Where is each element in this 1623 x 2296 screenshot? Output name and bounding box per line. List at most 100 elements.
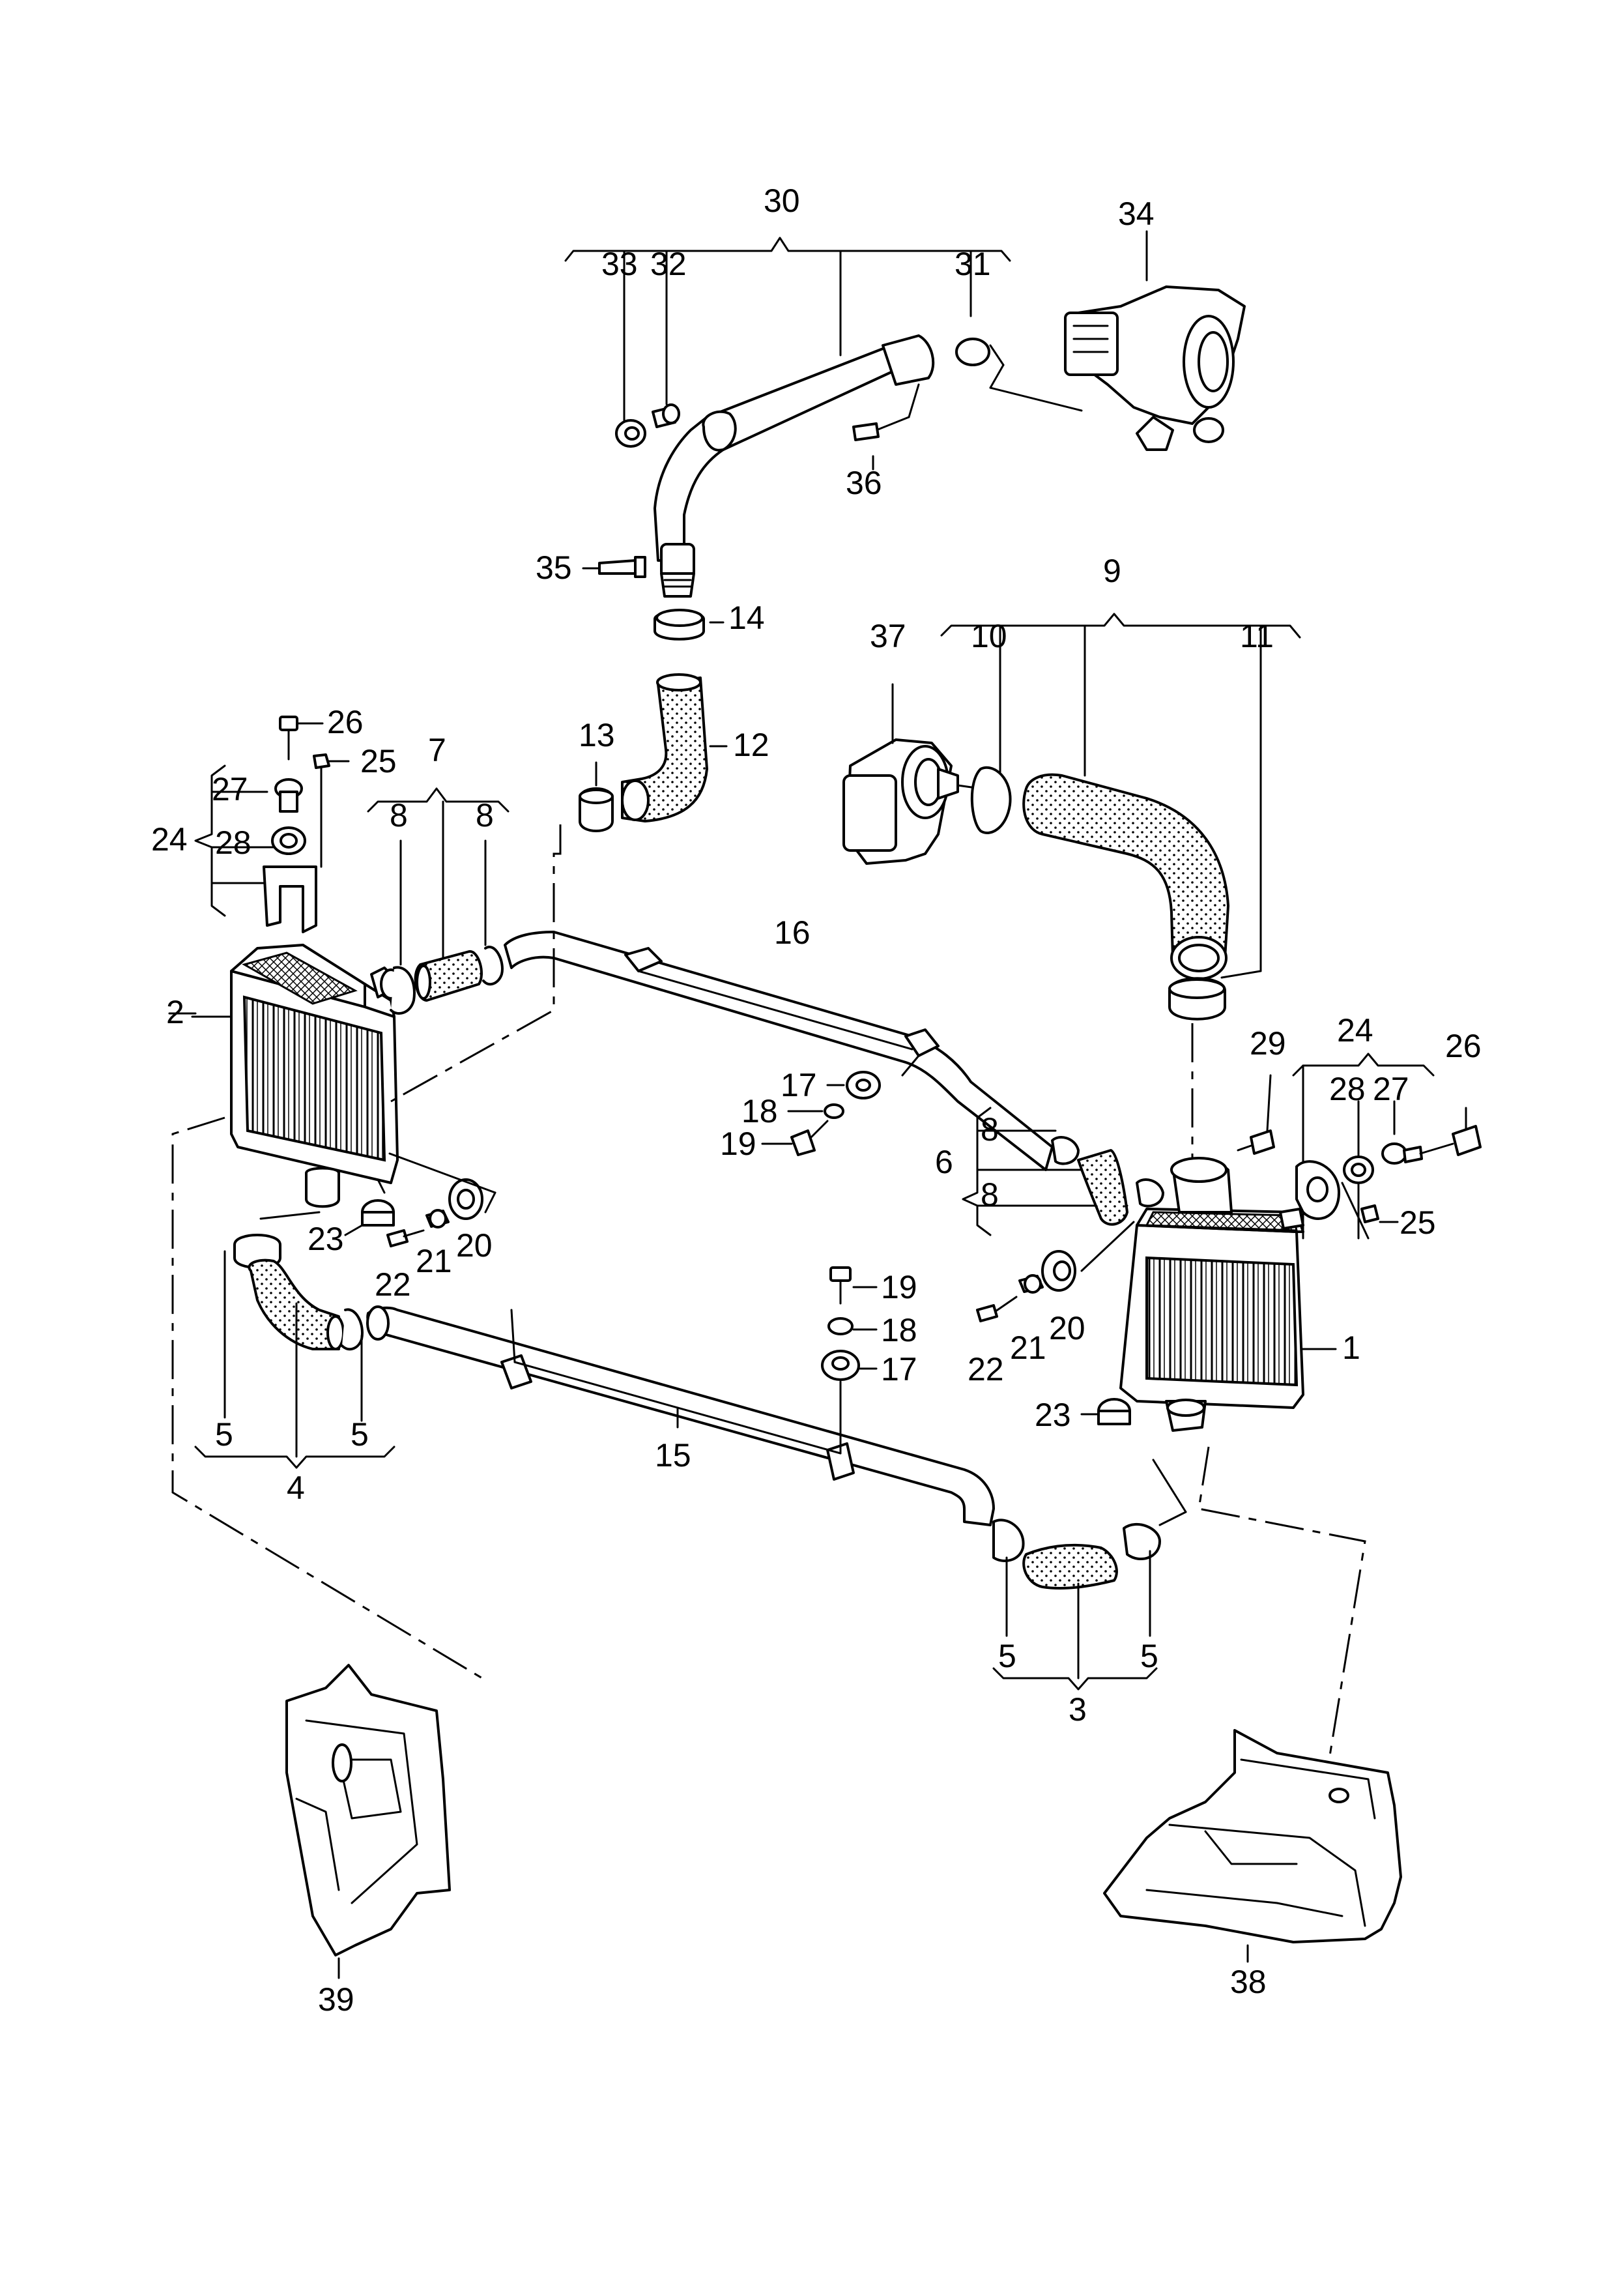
sensor-29 <box>1237 1074 1275 1155</box>
bolt-19a <box>790 1120 829 1156</box>
callout-20-right: 20 <box>1049 1310 1085 1346</box>
clamp-10 <box>970 766 1012 835</box>
shield-39 <box>285 1664 451 1956</box>
callout-17-upper: 17 <box>781 1067 817 1103</box>
callout-27-right: 27 <box>1373 1071 1409 1107</box>
callout-24-right: 24 <box>1337 1012 1373 1049</box>
o-ring-31 <box>955 338 990 366</box>
charge-air-pipe-30 <box>654 334 935 598</box>
bolt-22a <box>386 1229 425 1247</box>
callout-15: 15 <box>655 1437 691 1474</box>
bracket-3 <box>992 1550 1158 1691</box>
callout-25-right: 25 <box>1400 1204 1436 1241</box>
callout-2: 2 <box>166 994 184 1030</box>
clamp-8a <box>390 966 416 1015</box>
clamp-5b <box>341 1308 364 1351</box>
callout-21-right: 21 <box>1010 1330 1046 1366</box>
callout-33: 33 <box>601 246 638 282</box>
hose-12 <box>621 673 708 822</box>
grommet-28-right <box>1343 1155 1374 1184</box>
mount-20b <box>1041 1250 1076 1292</box>
clamp-8d <box>1136 1178 1164 1208</box>
bush-17a <box>846 1071 881 1099</box>
turbocharger-34 <box>1064 285 1246 451</box>
pipe-15 <box>366 1305 995 1526</box>
washer-18a <box>824 1103 844 1119</box>
clamp-13 <box>579 787 614 832</box>
bush-27-left <box>274 778 303 813</box>
callout-23-left: 23 <box>308 1221 344 1257</box>
bush-27-right <box>1381 1142 1423 1165</box>
callout-9: 9 <box>1103 553 1121 589</box>
callout-39: 39 <box>318 1981 354 2018</box>
callout-5-b: 5 <box>351 1416 369 1453</box>
callout-25-left: 25 <box>360 743 397 779</box>
callout-35: 35 <box>536 549 572 586</box>
callout-5-a: 5 <box>215 1416 233 1453</box>
clamp-5c <box>992 1519 1025 1562</box>
callout-8-a: 8 <box>390 797 408 834</box>
clamp-11 <box>1168 977 1226 1021</box>
bracket-plate-right <box>1295 1160 1340 1220</box>
callout-21-left: 21 <box>416 1243 452 1279</box>
hose-9 <box>1022 773 1229 980</box>
callout-27-left: 27 <box>212 771 248 807</box>
callout-32: 32 <box>650 246 687 282</box>
callout-11: 11 <box>1240 618 1274 654</box>
callout-22-right: 22 <box>968 1351 1004 1388</box>
clamp-8b <box>482 946 504 986</box>
bracket-7 <box>367 787 510 966</box>
callout-10: 10 <box>971 618 1007 654</box>
bolt-26-right <box>1419 1107 1482 1156</box>
callout-1: 1 <box>1342 1330 1360 1366</box>
bolt-26-left <box>279 716 324 761</box>
mount-20a <box>448 1178 483 1220</box>
hose-7 <box>414 950 483 1002</box>
callout-5-d: 5 <box>1140 1638 1158 1674</box>
shield-38 <box>1103 1729 1402 1943</box>
washer-18b <box>827 1317 854 1335</box>
throttle-body-37 <box>842 683 982 865</box>
callout-18-lower: 18 <box>881 1312 917 1348</box>
screw-25-right <box>1341 1182 1379 1240</box>
callout-28-left: 28 <box>215 824 251 861</box>
bush-23a <box>361 1199 395 1227</box>
bush-32 <box>652 403 680 428</box>
intercooler-1 <box>1119 1157 1304 1432</box>
callout-22-left: 22 <box>375 1266 411 1303</box>
spacer-21a <box>425 1209 450 1228</box>
bracket-4 <box>194 1250 395 1469</box>
callout-30: 30 <box>764 182 800 219</box>
bracket-9 <box>940 613 1301 979</box>
bracket-hook-left <box>263 787 323 933</box>
callout-17-lower: 17 <box>881 1351 917 1388</box>
callout-24-left: 24 <box>151 821 188 858</box>
clamp-5d <box>1123 1522 1161 1561</box>
intercooler-2 <box>230 944 402 1208</box>
callout-20-left: 20 <box>456 1227 493 1264</box>
callout-26-right: 26 <box>1445 1028 1482 1064</box>
callout-29: 29 <box>1250 1025 1286 1062</box>
cap-33 <box>615 419 646 448</box>
callout-36: 36 <box>846 465 882 501</box>
callout-28-right: 28 <box>1329 1071 1366 1107</box>
callout-14: 14 <box>728 600 765 636</box>
bracket-24-left <box>194 764 281 917</box>
callout-38: 38 <box>1230 1964 1267 2000</box>
callout-37: 37 <box>870 618 906 654</box>
screw-25-left <box>313 753 350 790</box>
hose-3 <box>1022 1543 1118 1590</box>
callout-3: 3 <box>1069 1691 1087 1728</box>
callout-19-lower: 19 <box>881 1269 917 1305</box>
bush-23b <box>1097 1398 1131 1425</box>
callout-8-b: 8 <box>476 797 494 834</box>
callout-6: 6 <box>935 1144 953 1180</box>
clamp-14 <box>654 609 705 641</box>
callout-34: 34 <box>1118 196 1155 232</box>
spacer-21b <box>1018 1274 1044 1294</box>
callout-12: 12 <box>733 727 769 763</box>
callout-18-upper: 18 <box>741 1093 778 1129</box>
callout-23-right: 23 <box>1035 1397 1071 1433</box>
callout-19-upper: 19 <box>720 1126 756 1162</box>
